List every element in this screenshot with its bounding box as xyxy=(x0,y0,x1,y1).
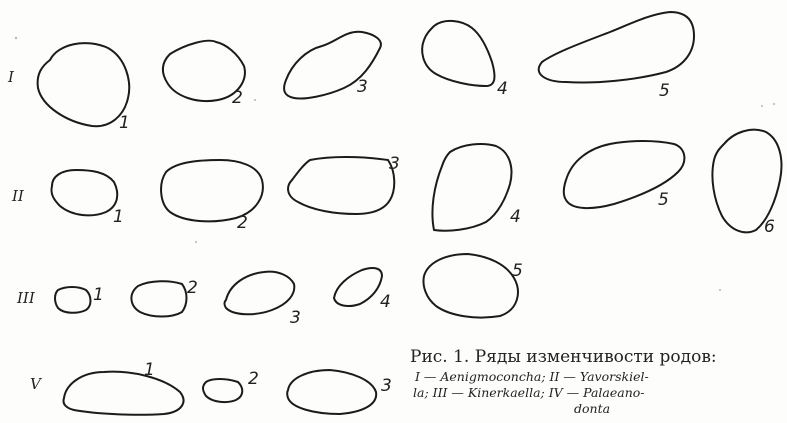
specimen-number-IV-1: 1 xyxy=(144,360,155,380)
shell-outline-II-1 xyxy=(51,170,117,215)
shell-outline-IV-1 xyxy=(63,372,183,415)
specimen-number-III-4: 4 xyxy=(380,292,391,312)
specimen-number-II-3: 3 xyxy=(389,154,400,174)
specimen-number-II-4: 4 xyxy=(510,207,521,227)
print-speck xyxy=(719,289,721,291)
specimen-number-II-6: 6 xyxy=(764,217,775,237)
specimen-number-III-5: 5 xyxy=(512,261,523,281)
specimen-number-I-2: 2 xyxy=(232,88,243,108)
print-speck xyxy=(254,99,256,101)
shell-outline-III-3 xyxy=(225,272,295,315)
print-speck xyxy=(773,103,775,105)
print-speck xyxy=(15,37,17,39)
shell-outline-I-4 xyxy=(422,21,494,86)
shell-outline-I-1 xyxy=(38,43,130,126)
specimen-number-II-2: 2 xyxy=(237,213,248,233)
row-label-III: III xyxy=(16,289,36,307)
specimen-number-III-3: 3 xyxy=(290,308,301,328)
caption-line: donta xyxy=(574,401,610,416)
print-speck xyxy=(195,241,197,243)
specimen-number-III-2: 2 xyxy=(187,278,198,298)
specimen-number-I-5: 5 xyxy=(659,81,670,101)
row-label-IV: V xyxy=(30,375,43,393)
shell-outline-II-3 xyxy=(288,157,394,214)
shell-outline-III-5 xyxy=(424,254,518,318)
shell-outline-III-1 xyxy=(55,287,91,313)
specimen-number-IV-3: 3 xyxy=(381,376,392,396)
specimen-number-II-5: 5 xyxy=(658,190,669,210)
specimen-number-II-1: 1 xyxy=(113,207,124,227)
caption-line: I — Aenigmoconcha; II — Yavorskiel- xyxy=(414,369,649,384)
shell-outline-I-5 xyxy=(539,12,694,83)
specimen-number-III-1: 1 xyxy=(93,285,104,305)
shell-outline-IV-3 xyxy=(287,370,376,414)
row-label-I: I xyxy=(7,68,15,86)
shell-outline-III-4 xyxy=(334,268,382,306)
shell-outline-III-2 xyxy=(131,281,186,316)
shell-outline-II-4 xyxy=(432,144,511,231)
specimen-number-I-1: 1 xyxy=(119,113,130,133)
specimen-number-I-4: 4 xyxy=(497,79,508,99)
specimen-number-IV-2: 2 xyxy=(248,369,259,389)
caption-title: Рис. 1. Ряды изменчивости родов: xyxy=(410,347,717,367)
row-label-II: II xyxy=(11,187,25,205)
print-speck xyxy=(761,105,763,107)
specimen-number-I-3: 3 xyxy=(357,77,368,97)
caption-line: la; III — Kinerkaella; IV — Palaeano- xyxy=(413,385,645,400)
shell-outline-IV-2 xyxy=(203,379,242,402)
